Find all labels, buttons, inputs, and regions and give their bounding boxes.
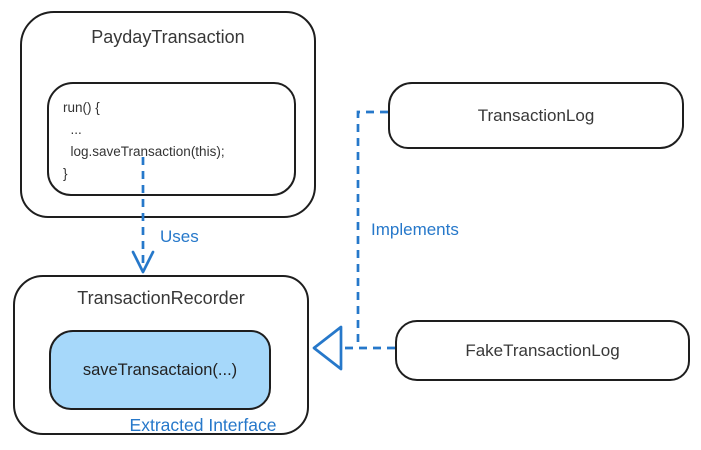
code-line: } xyxy=(63,166,68,181)
payday-transaction-box: PaydayTransaction run() { ... log.saveTr… xyxy=(20,11,316,218)
uses-label: Uses xyxy=(160,227,199,246)
save-transaction-method-label: saveTransactaion(...) xyxy=(82,360,238,379)
transaction-recorder-box: TransactionRecorder saveTransactaion(...… xyxy=(13,275,309,435)
code-line: log.saveTransaction(this); xyxy=(63,144,225,159)
code-line: ... xyxy=(63,122,82,137)
extracted-interface-label: Extracted Interface xyxy=(129,415,277,435)
save-transaction-method-box: saveTransactaion(...) xyxy=(49,330,271,410)
fake-transaction-log-title: FakeTransactionLog xyxy=(465,340,620,360)
fake-transaction-log-box: FakeTransactionLog xyxy=(395,320,690,381)
run-method-box: run() { ... log.saveTransaction(this); } xyxy=(47,82,296,196)
transaction-recorder-title: TransactionRecorder xyxy=(77,288,245,308)
transaction-log-title: TransactionLog xyxy=(477,105,595,125)
implements-label: Implements xyxy=(371,220,459,239)
realization-triangle xyxy=(312,325,343,371)
code-line: run() { xyxy=(63,100,100,115)
uses-arrowhead xyxy=(131,250,155,274)
transaction-log-box: TransactionLog xyxy=(388,82,684,149)
payday-transaction-title: PaydayTransaction xyxy=(91,27,245,47)
